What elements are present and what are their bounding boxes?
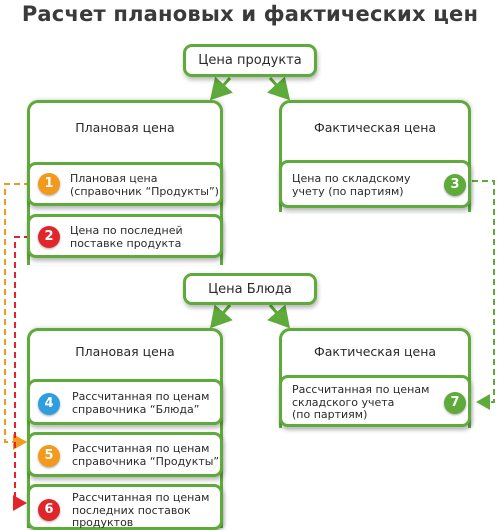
arrow-dish-to-actual bbox=[267, 304, 290, 329]
connector-2-to-6 bbox=[13, 236, 30, 511]
item-5-label: Рассчитанная по ценам справочника “Проду… bbox=[72, 442, 220, 468]
badge-6-icon: 6 bbox=[38, 499, 60, 521]
badge-7-icon: 7 bbox=[444, 392, 466, 414]
item-2-label: Цена по последней поставке продукта bbox=[70, 224, 183, 250]
badge-4-icon: 4 bbox=[38, 393, 60, 415]
product-price-root-label: Цена продукта bbox=[198, 53, 302, 68]
product-price-root: Цена продукта bbox=[183, 44, 317, 77]
product-actual-heading: Фактическая цена bbox=[313, 120, 437, 135]
item-4-label: Рассчитанная по ценам справочника “Блюда… bbox=[72, 390, 210, 416]
diagram-title: Расчет плановых и фактических цен bbox=[21, 2, 479, 26]
item-3-label: Цена по складскому учету (по партиям) bbox=[292, 172, 411, 198]
arrow-product-to-actual bbox=[267, 76, 291, 101]
item-7-label: Рассчитанная по ценам складского учета (… bbox=[292, 383, 430, 421]
item-6-label: Рассчитанная по ценам последних поставок… bbox=[72, 491, 210, 529]
arrow-product-to-planned bbox=[209, 76, 233, 101]
item-2-box: 2 Цена по последней поставке продукта bbox=[27, 214, 223, 258]
badge-1-icon: 1 bbox=[38, 173, 60, 195]
item-6-box: 6 Рассчитанная по ценам последних постав… bbox=[27, 484, 223, 530]
item-1-label: Плановая цена (справочник “Продукты”) bbox=[70, 172, 219, 198]
connector-3-to-7 bbox=[472, 180, 495, 410]
product-planned-heading: Плановая цена bbox=[75, 120, 175, 135]
dish-actual-heading: Фактическая цена bbox=[313, 344, 437, 359]
badge-5-icon: 5 bbox=[38, 445, 60, 467]
dish-price-root-label: Цена Блюда bbox=[208, 282, 292, 297]
item-3-box: Цена по складскому учету (по партиям) 3 bbox=[279, 160, 471, 208]
item-7-box: Рассчитанная по ценам складского учета (… bbox=[279, 375, 471, 427]
item-1-box: 1 Плановая цена (справочник “Продукты”) bbox=[27, 162, 223, 206]
dish-price-root: Цена Блюда bbox=[183, 273, 317, 305]
arrow-dish-to-planned bbox=[210, 304, 233, 329]
badge-2-icon: 2 bbox=[38, 226, 60, 248]
badge-3-icon: 3 bbox=[444, 174, 466, 196]
dish-planned-heading: Плановая цена bbox=[75, 344, 175, 359]
item-4-box: 4 Рассчитанная по ценам справочника “Блю… bbox=[27, 379, 223, 425]
item-5-box: 5 Рассчитанная по ценам справочника “Про… bbox=[27, 432, 223, 477]
